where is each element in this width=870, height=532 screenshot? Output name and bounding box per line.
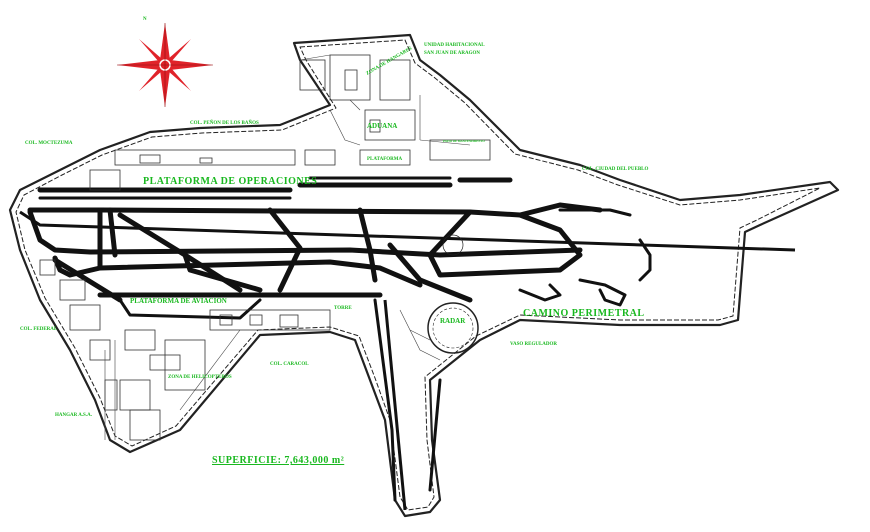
label-zona-de-hangares: ZONA DE HANGARES [366,46,414,76]
airport-perimeter [8,33,840,518]
label-vaso-regulador: VASO REGULADOR [510,342,557,347]
label-col-penon: COL. PEÑON DE LOS BAÑOS [190,120,259,126]
label-camino-perimetral: CAMINO PERIMETRAL [523,308,645,319]
label-hangar: HANGAR A.S.A. [55,413,93,418]
label-unidad-habitacional: UNIDAD HABITACIONAL [424,43,485,48]
label-patio-de-mantenimiento: PATIO DE MANTENIMIENTO [443,139,485,143]
taxiway-parallel [373,298,397,502]
label-torre: TORRE [334,306,352,311]
operations-apron [37,177,513,193]
label-radar: RADAR [440,317,466,325]
taxiway-network [27,202,632,320]
label-san-juan-de-aragon: SAN JUAN DE ARAGON [424,51,480,56]
label-superficie: SUPERFICIE: 7,643,000 m² [212,455,344,466]
main-runway [19,210,796,252]
label-col-federal: COL. FEDERAL [20,327,58,332]
loop-east [638,238,652,282]
building-blocks [39,54,491,441]
label-col-moctezuma: COL. MOCTEZUMA [25,141,73,146]
turnpad-east-2 [518,283,562,302]
secondary-runway [383,299,407,511]
radar-circle [427,302,479,354]
radar-ring-top [442,234,464,256]
compass-rose [117,23,213,107]
access-roads [104,54,471,440]
label-col-caracol: COL. CARACOL [270,362,309,367]
turnpad-east [578,278,627,307]
label-plataforma-de-operaciones: PLATAFORMA DE OPERACIONES [143,176,317,187]
label-zona-de-helicopteros: ZONA DE HELICOPTEROS [168,375,232,380]
label-plataforma-de-aviacion: PLATAFORMA DE AVIACION [130,297,227,305]
label-aduana: ADUANA [367,122,397,130]
compass-north-label: N [143,17,147,22]
airport-perimeter-inner [15,39,821,511]
label-col-ciudad-del-pueblo: COL. CIUDAD DEL PUEBLO [582,167,649,172]
label-plataforma-mid: PLATAFORMA [367,157,402,162]
operations-apron-2 [38,176,452,200]
radar-circle-inner [432,307,474,349]
taxiway-parallel-2 [428,378,442,492]
